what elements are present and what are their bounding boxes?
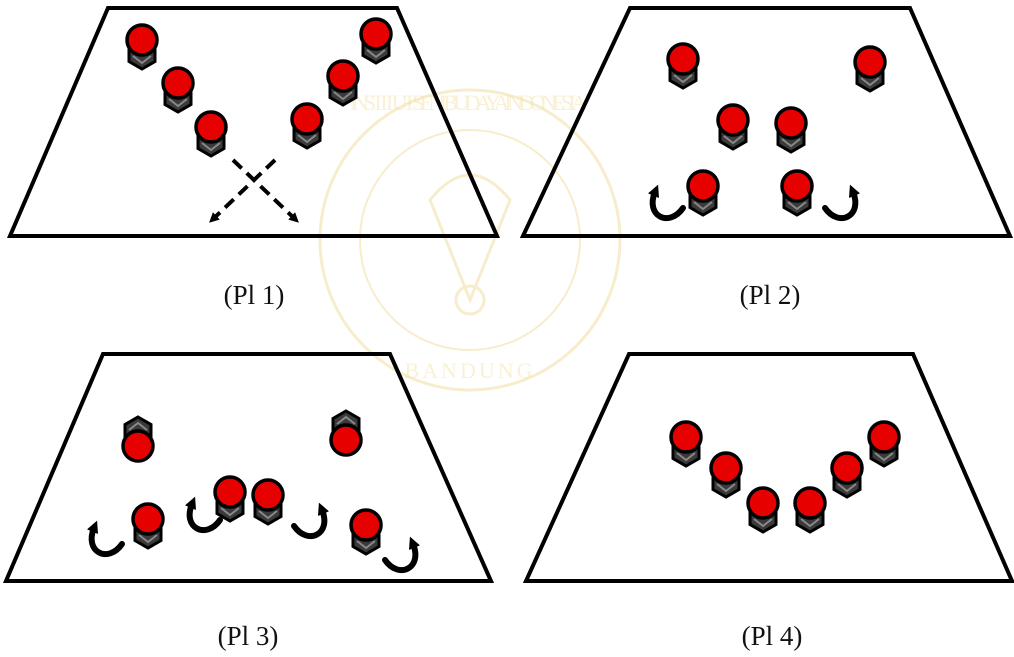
panel-caption: (Pl 4) [742,621,803,651]
stage-outline [2,352,495,583]
turn-arrow [291,502,330,540]
stage-outline [522,352,1014,583]
panel-1: (Pl 1) [6,6,501,310]
dancer-marker [359,17,393,65]
turn-arrow [184,496,223,534]
panel-3: (Pl 3) [2,352,495,651]
stage-outline [519,6,1014,238]
movement-arrow [209,158,277,223]
turn-arrow [822,184,861,222]
watermark-text-top: INSTITUT SENI BUDAYA INDONESIA [350,90,590,115]
dancer-marker [716,103,750,151]
panel-caption: (Pl 1) [224,280,285,310]
dancer-marker [329,409,363,457]
turn-arrow [86,520,125,558]
dancer-marker [669,420,703,468]
panel-4: (Pl 4) [522,352,1014,651]
dancer-marker [830,451,864,499]
dancer-marker [349,508,383,556]
dancer-marker [774,106,808,154]
dancer-marker [853,45,887,93]
dancer-marker [131,502,165,550]
stage-outline [6,6,501,238]
dancer-marker [666,42,700,90]
dancer-marker [161,66,195,114]
turn-arrow [647,184,686,222]
dancer-marker [194,110,228,158]
dancer-marker [793,486,827,534]
panel-2: (Pl 2) [519,6,1014,310]
dancer-marker [686,169,720,217]
dancer-marker [125,23,159,71]
panel-caption: (Pl 3) [218,621,279,651]
dancer-marker [326,59,360,107]
panel-caption: (Pl 2) [740,280,801,310]
dancer-marker [121,415,155,463]
dancer-marker [867,420,901,468]
movement-arrow [231,158,299,223]
dancer-marker [251,478,285,526]
dancer-marker [746,486,780,534]
dancer-marker [780,169,814,217]
dancer-marker [290,102,324,150]
watermark-text-bottom: BANDUNG [405,358,536,383]
turn-arrow [382,536,421,574]
dancer-marker [213,475,247,523]
watermark-seal: INSTITUT SENI BUDAYA INDONESIA BANDUNG [318,88,622,392]
dancer-marker [709,451,743,499]
